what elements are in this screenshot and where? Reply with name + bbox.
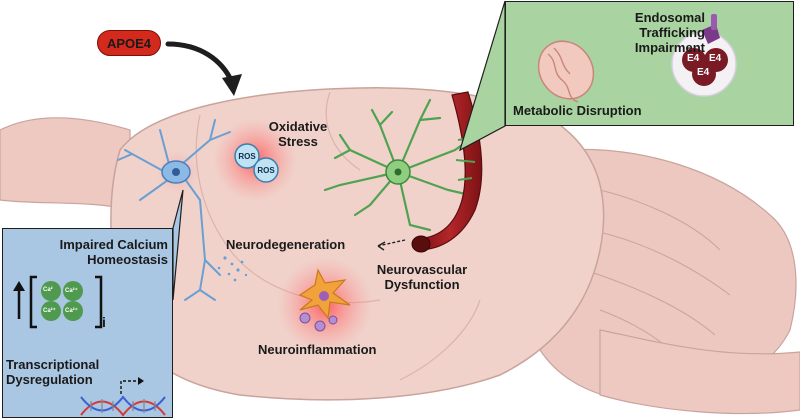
mitochondrion-icon — [537, 40, 595, 103]
neurovascular-dysfunction-label: Neurovascular Dysfunction — [376, 262, 468, 292]
apoe4-arrow — [165, 41, 242, 96]
dna-icon — [80, 395, 166, 417]
neurovascular-arrowhead — [377, 241, 386, 251]
brain-stem — [599, 329, 800, 415]
microglia-icon — [298, 268, 351, 332]
up-arrow-icon — [13, 281, 25, 319]
endosomal-trafficking-label: Endosomal Trafficking Impairment — [634, 10, 705, 55]
e4-marker: E4 — [697, 67, 710, 78]
endosome-icon — [671, 14, 737, 97]
green-panel-connector — [459, 0, 506, 152]
ros-label: ROS — [238, 152, 256, 161]
transcription-arrow-icon — [120, 377, 144, 394]
blue-panel-art — [13, 275, 166, 417]
calcium-subscript: i — [102, 314, 106, 330]
astrocyte-icon — [323, 98, 472, 232]
endosomal-metabolic-panel: E4 E4 E4 — [505, 1, 794, 126]
e4-marker: E4 — [709, 53, 722, 64]
calcium-ion-label: Ca²⁺ — [65, 308, 78, 314]
calcium-transcription-panel: Ca² Ca²⁺ Ca²⁺ Ca²⁺ i — [2, 228, 173, 418]
calcium-ions-icon — [41, 281, 83, 321]
neuroinflammation-label: Neuroinflammation — [258, 342, 377, 357]
transcriptional-dysregulation-label: Transcriptional Dysregulation — [6, 357, 100, 387]
olfactory-lobe — [0, 117, 131, 211]
calcium-bracket-icon — [29, 275, 103, 329]
green-panel-art — [537, 14, 737, 103]
calcium-ion-label: Ca²⁺ — [65, 288, 78, 294]
calcium-ion-label: Ca²⁺ — [43, 308, 56, 314]
ros-molecules — [234, 143, 279, 183]
ros-label: ROS — [257, 166, 275, 175]
neuron-icon — [117, 119, 248, 301]
neurodegeneration-label: Neurodegeneration — [226, 237, 346, 252]
apoe4-badge: APOE4 — [97, 30, 161, 56]
calcium-homeostasis-label: Impaired Calcium Homeostasis — [59, 237, 168, 267]
blue-panel-connector — [172, 189, 184, 301]
metabolic-disruption-label: Metabolic Disruption — [513, 103, 642, 118]
oxidative-stress-label: Oxidative Stress — [268, 119, 328, 149]
calcium-ion-label: Ca² — [43, 287, 53, 293]
e4-marker: E4 — [687, 53, 700, 64]
